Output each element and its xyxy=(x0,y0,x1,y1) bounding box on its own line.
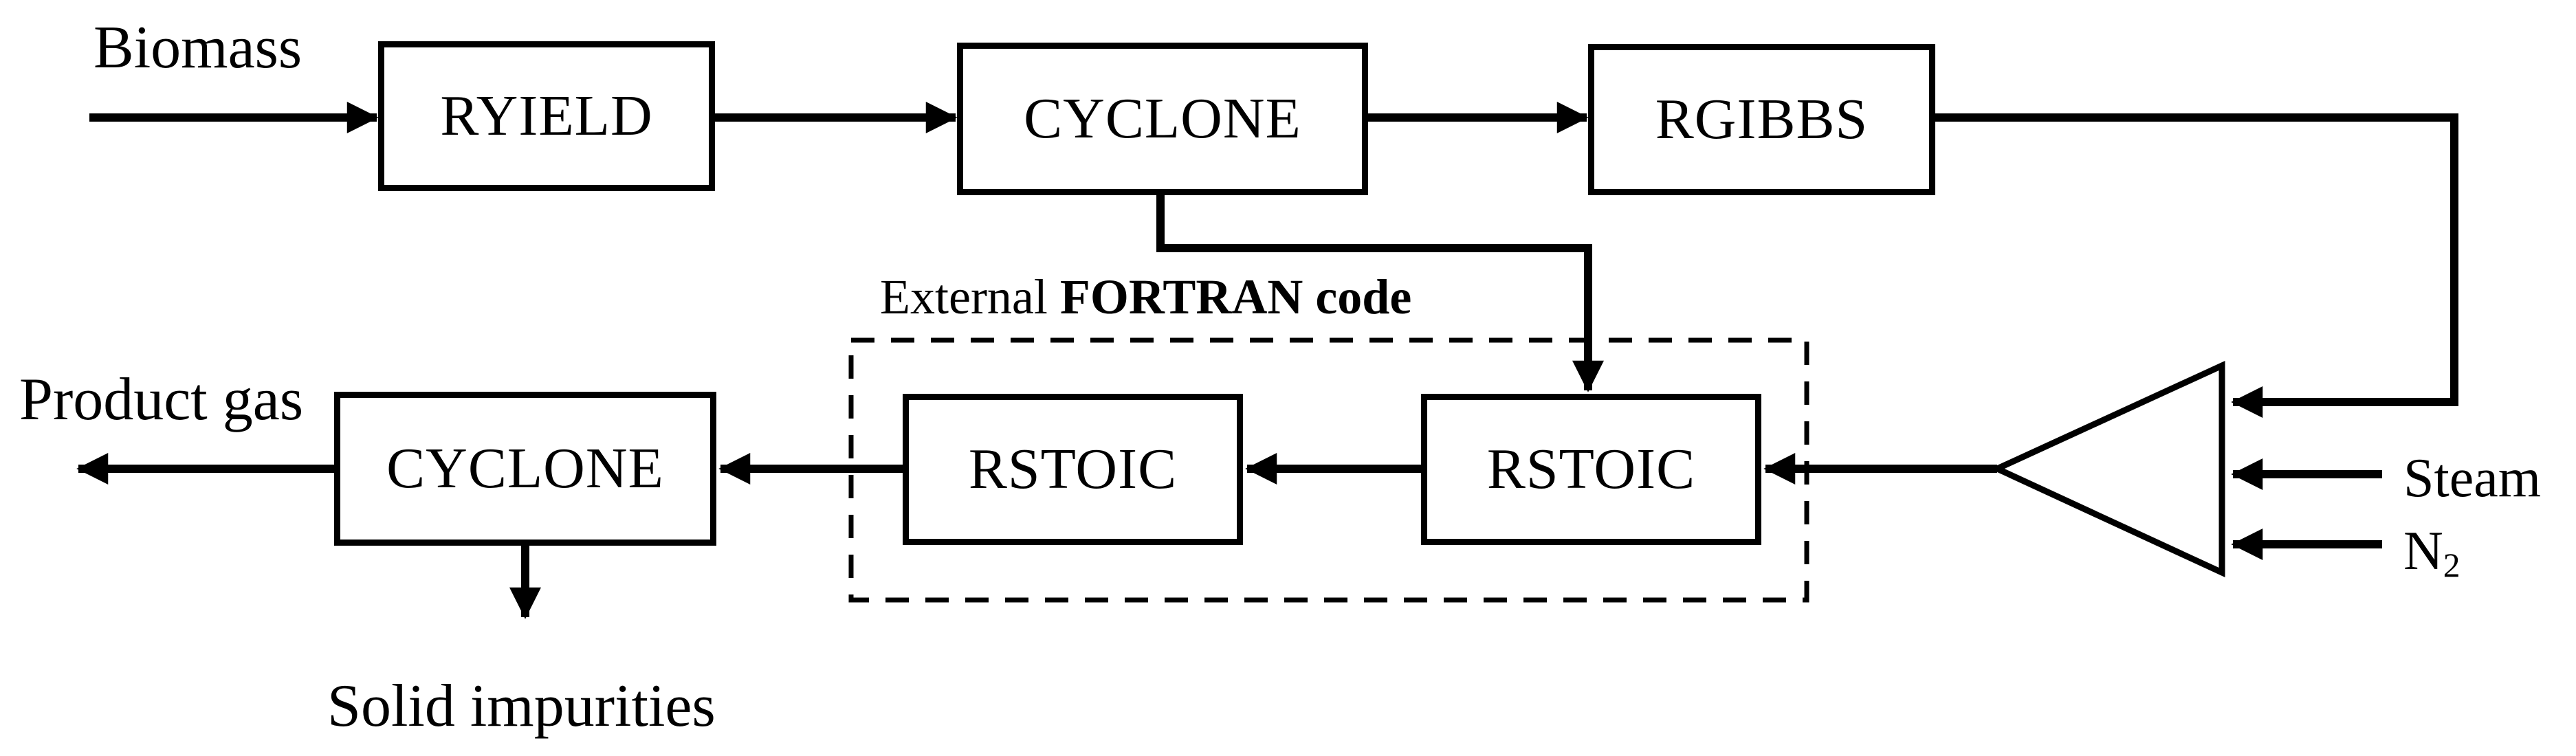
label-external-fortran-code: External FORTRAN code xyxy=(880,272,1411,322)
block-rstoic-right-label: RSTOIC xyxy=(1486,437,1696,501)
block-rstoic-left-label: RSTOIC xyxy=(968,437,1178,501)
mixer-triangle xyxy=(1990,360,2225,578)
label-n2: N2 xyxy=(2403,521,2461,582)
block-cyclone-top-label: CYCLONE xyxy=(1024,87,1301,151)
block-rstoic-right: RSTOIC xyxy=(1421,394,1761,545)
stream-rgibbs-to-mixer xyxy=(1935,113,2458,418)
label-external-fortran-prefix: External xyxy=(880,269,1060,324)
block-rgibbs-label: RGIBBS xyxy=(1655,87,1869,151)
block-ryield-label: RYIELD xyxy=(440,84,653,148)
block-rgibbs: RGIBBS xyxy=(1588,44,1935,195)
stream-cyclone-to-rstoic-recycle xyxy=(1156,195,1604,392)
label-product-gas: Product gas xyxy=(19,366,304,433)
label-steam: Steam xyxy=(2403,448,2541,509)
block-ryield: RYIELD xyxy=(378,41,715,191)
label-solid-impurities: Solid impurities xyxy=(327,673,716,740)
block-rstoic-left: RSTOIC xyxy=(903,394,1243,545)
label-n2-subscript: 2 xyxy=(2443,546,2461,584)
block-cyclone-bottom: CYCLONE xyxy=(334,392,716,546)
block-cyclone-top: CYCLONE xyxy=(957,43,1368,195)
label-n2-base: N xyxy=(2403,521,2443,581)
label-biomass: Biomass xyxy=(93,14,302,81)
label-external-fortran-bold: FORTRAN code xyxy=(1059,269,1412,324)
block-cyclone-bottom-label: CYCLONE xyxy=(386,436,664,500)
